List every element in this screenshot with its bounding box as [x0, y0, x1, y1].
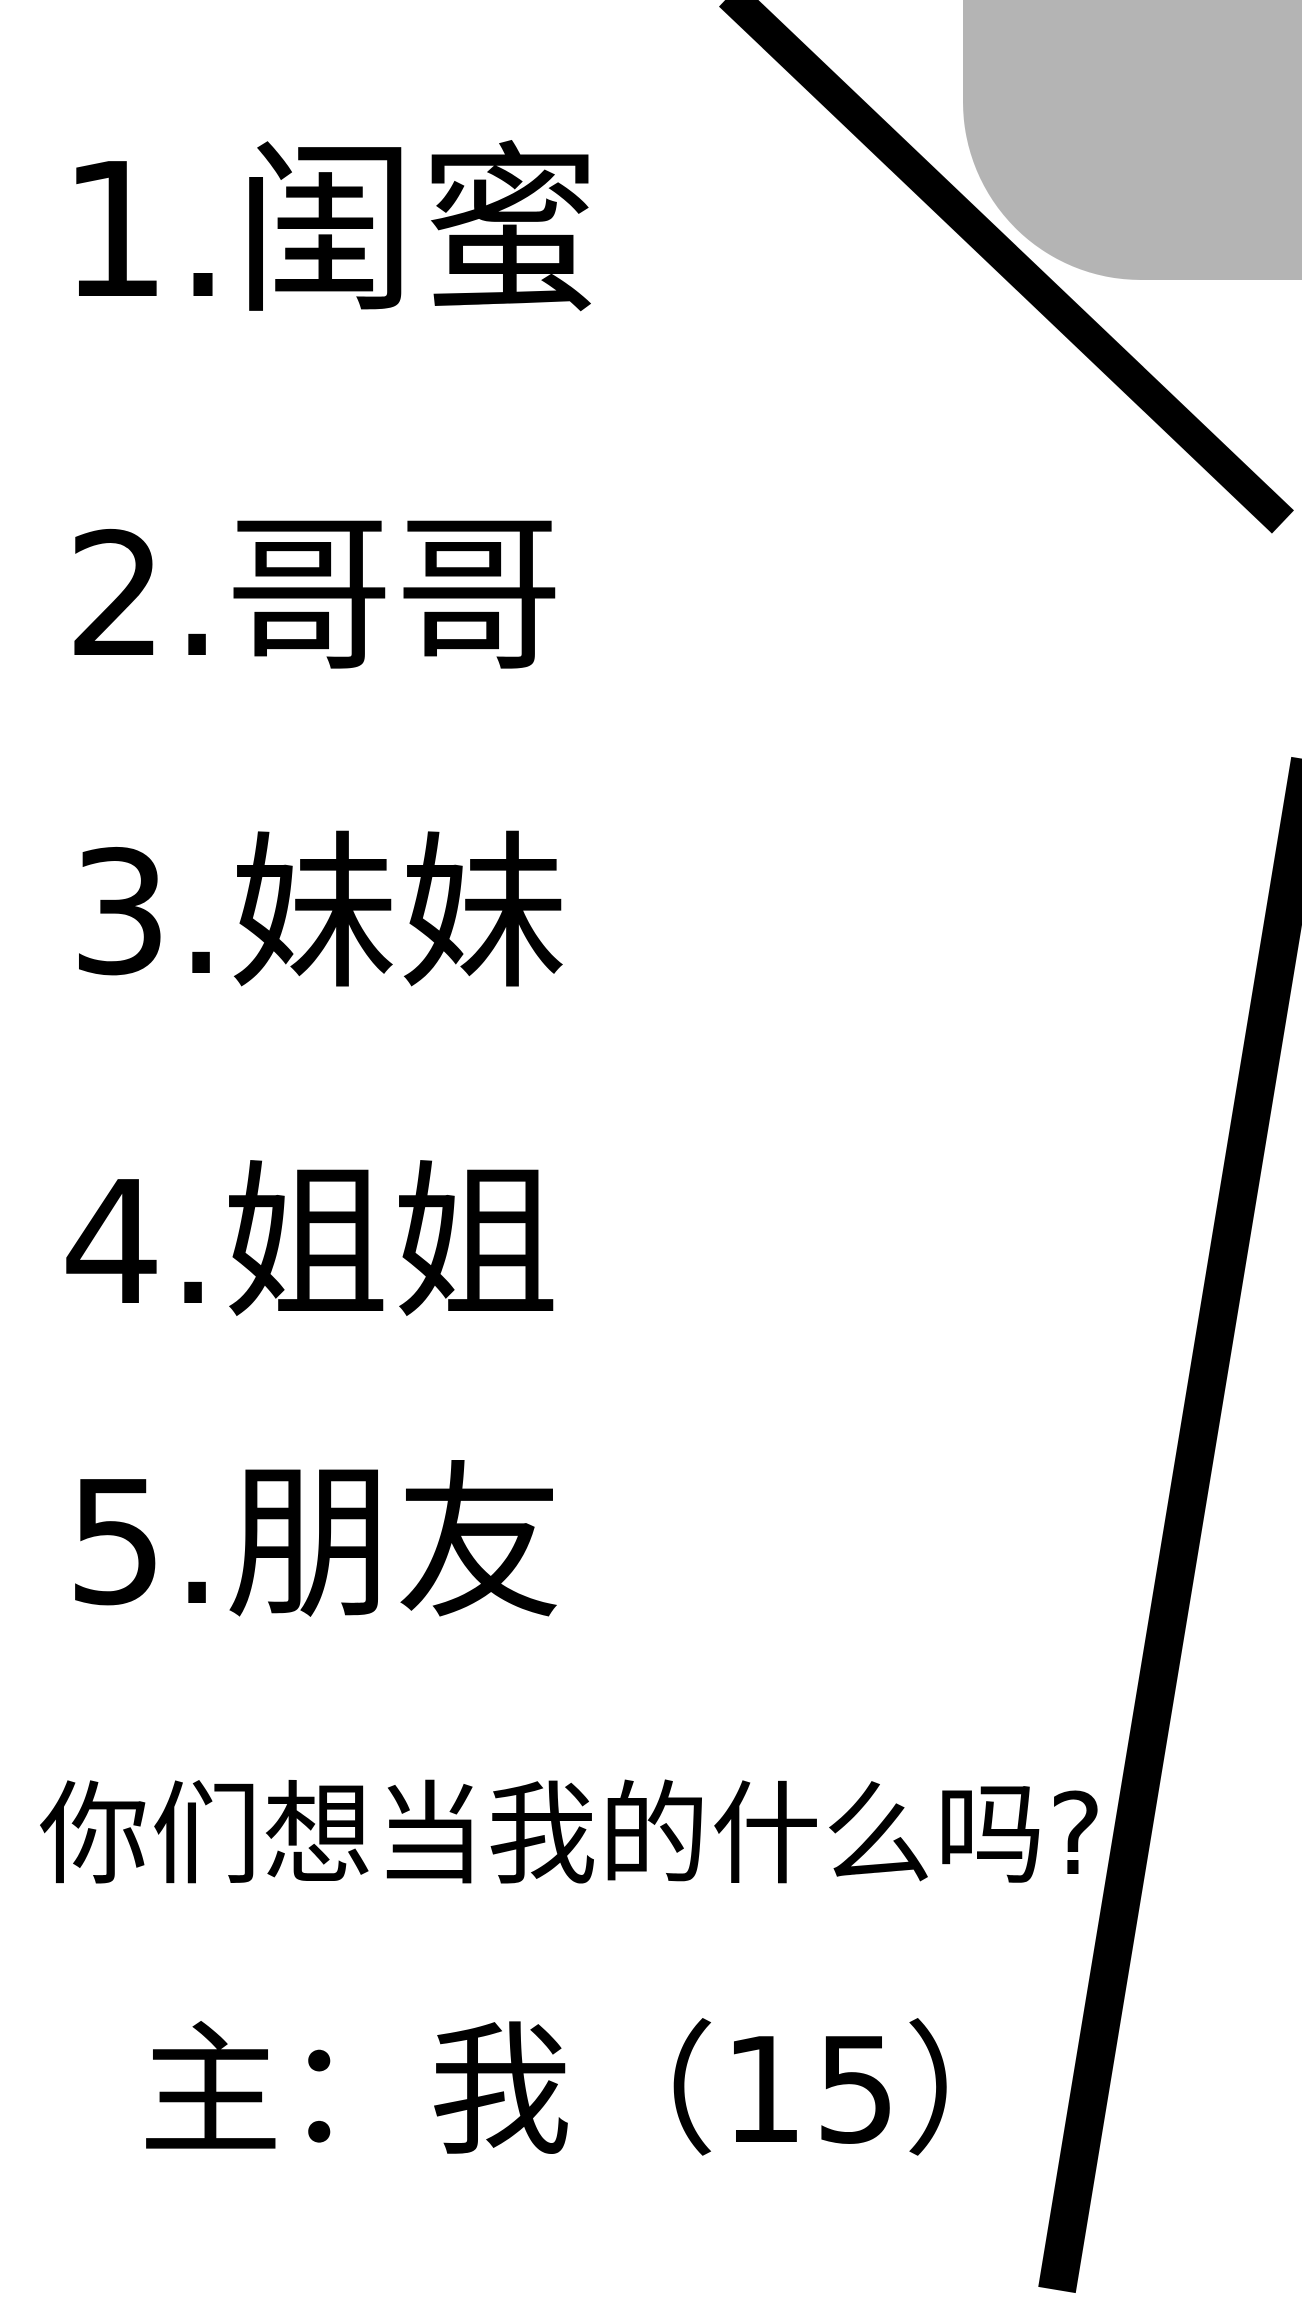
- owner-text: 主：我（15）: [138, 2008, 1048, 2177]
- list-item-2: 2.哥哥: [62, 498, 565, 696]
- list-item-3: 3.妹妹: [66, 816, 569, 1014]
- list-item-5: 5.朋友: [62, 1446, 565, 1644]
- question-text: 你们想当我的什么吗?: [38, 1771, 1106, 1901]
- list-item-4: 4.姐姐: [58, 1146, 561, 1344]
- diagonal-line-right: [1038, 756, 1302, 2294]
- list-item-1: 1.闺蜜: [56, 124, 603, 340]
- diagonal-line-top: [718, 0, 1295, 534]
